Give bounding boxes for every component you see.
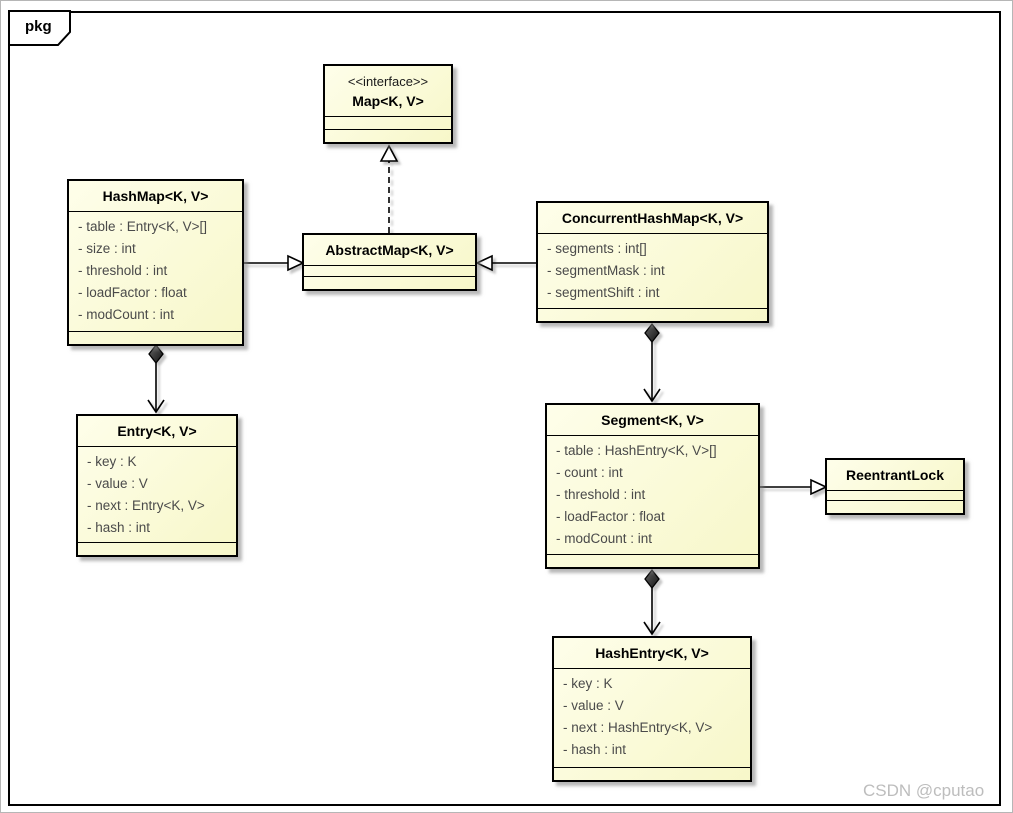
attribute-row: - size : int: [78, 241, 136, 256]
class-hashentry-operations: [554, 768, 750, 780]
class-hashmap-operations: [69, 332, 242, 344]
class-reentrantlock-name: ReentrantLock: [827, 460, 963, 491]
attribute-row: - segmentMask : int: [547, 263, 665, 278]
class-hashentry-attributes: - key : K - value : V - next : HashEntry…: [554, 669, 750, 768]
class-abstractmap-attributes: [304, 266, 475, 277]
attribute-row: - next : HashEntry<K, V>: [563, 720, 713, 735]
class-hashmap-attributes: - table : Entry<K, V>[] - size : int - t…: [69, 212, 242, 332]
package-label: pkg: [25, 18, 52, 35]
class-map-operations: [325, 130, 451, 142]
attribute-row: - value : V: [563, 698, 624, 713]
attribute-row: - segments : int[]: [547, 241, 647, 256]
class-hashentry: HashEntry<K, V> - key : K - value : V - …: [552, 636, 752, 782]
watermark: CSDN @cputao: [863, 781, 985, 800]
class-segment-operations: [547, 555, 758, 567]
attribute-row: - table : Entry<K, V>[]: [78, 219, 208, 234]
attribute-row: - next : Entry<K, V>: [87, 498, 205, 513]
attribute-row: - loadFactor : float: [78, 285, 187, 300]
class-reentrantlock-attributes: [827, 491, 963, 501]
attribute-row: - key : K: [87, 454, 137, 469]
attribute-row: - key : K: [563, 676, 613, 691]
class-segment-name: Segment<K, V>: [547, 405, 758, 436]
attribute-row: - modCount : int: [556, 531, 653, 546]
class-map-stereotype: <<interface>>: [347, 74, 429, 89]
class-map-name: Map<K, V>: [352, 93, 424, 109]
attribute-row: - hash : int: [563, 742, 627, 757]
class-concurrenthashmap-operations: [538, 309, 767, 321]
class-hashmap-name: HashMap<K, V>: [69, 181, 242, 212]
class-hashmap: HashMap<K, V> - table : Entry<K, V>[] - …: [67, 179, 244, 346]
class-map-attributes: [325, 117, 451, 130]
class-abstractmap-name: AbstractMap<K, V>: [304, 235, 475, 266]
class-abstractmap-operations: [304, 277, 475, 289]
class-entry-attributes: - key : K - value : V - next : Entry<K, …: [78, 447, 236, 543]
class-entry-name: Entry<K, V>: [78, 416, 236, 447]
attribute-row: - value : V: [87, 476, 148, 491]
class-map: <<interface>> Map<K, V>: [323, 64, 453, 144]
package-tab: pkg: [8, 10, 74, 48]
class-segment: Segment<K, V> - table : HashEntry<K, V>[…: [545, 403, 760, 569]
attribute-row: - loadFactor : float: [556, 509, 665, 524]
attribute-row: - hash : int: [87, 520, 151, 535]
package-frame: [8, 11, 1001, 806]
attribute-row: - modCount : int: [78, 307, 175, 322]
class-concurrenthashmap: ConcurrentHashMap<K, V> - segments : int…: [536, 201, 769, 323]
class-segment-attributes: - table : HashEntry<K, V>[] - count : in…: [547, 436, 758, 555]
package-tab-shape: [8, 10, 71, 46]
class-abstractmap: AbstractMap<K, V>: [302, 233, 477, 291]
attribute-row: - threshold : int: [556, 487, 646, 502]
class-concurrenthashmap-attributes: - segments : int[] - segmentMask : int -…: [538, 234, 767, 309]
class-hashentry-name: HashEntry<K, V>: [554, 638, 750, 669]
class-entry: Entry<K, V> - key : K - value : V - next…: [76, 414, 238, 557]
attribute-row: - segmentShift : int: [547, 285, 660, 300]
class-entry-operations: [78, 543, 236, 555]
class-map-header: <<interface>> Map<K, V>: [325, 66, 451, 117]
class-concurrenthashmap-name: ConcurrentHashMap<K, V>: [538, 203, 767, 234]
attribute-row: - threshold : int: [78, 263, 168, 278]
class-reentrantlock-operations: [827, 501, 963, 513]
attribute-row: - table : HashEntry<K, V>[]: [556, 443, 717, 458]
class-reentrantlock: ReentrantLock: [825, 458, 965, 515]
attribute-row: - count : int: [556, 465, 623, 480]
